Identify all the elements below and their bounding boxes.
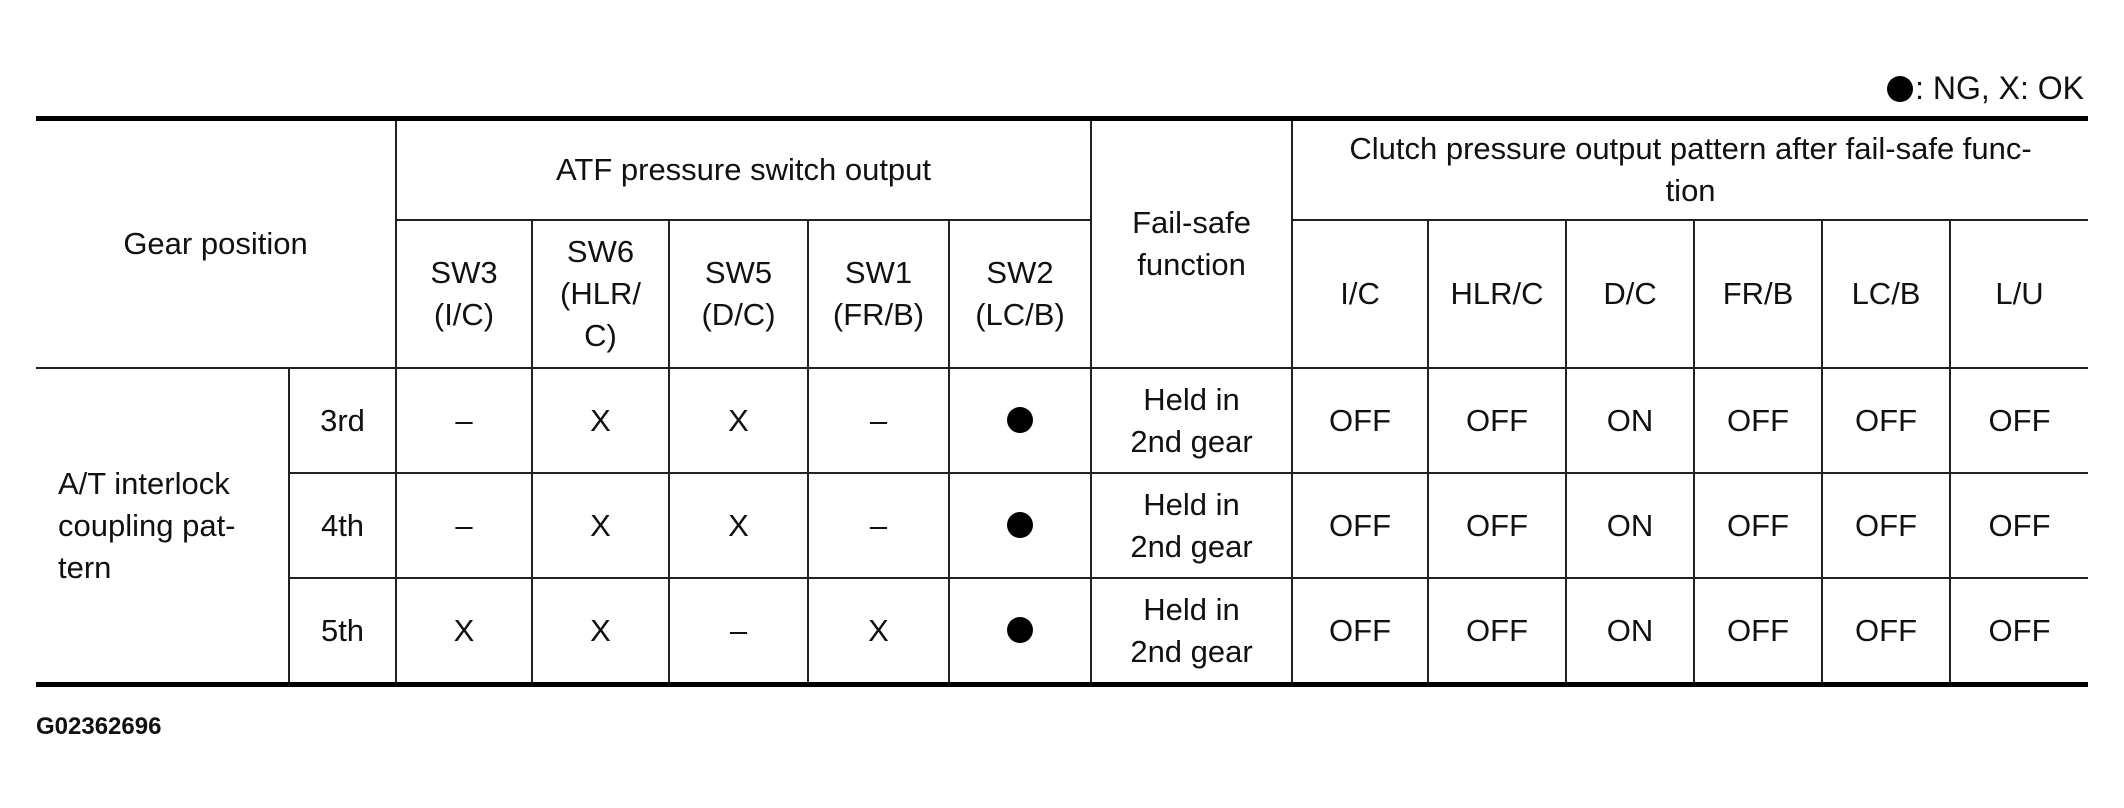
clutch-cell: ON xyxy=(1565,367,1696,474)
clutch-group-header-line-1: Clutch pressure output pattern after fai… xyxy=(1349,131,2032,166)
legend: : NG, X: OK xyxy=(1887,68,2084,108)
switch-cell-ng xyxy=(948,367,1093,474)
switch-header-sw1: SW1 (FR/B) xyxy=(807,219,951,369)
fail-safe-line-2: 2nd gear xyxy=(1130,423,1253,459)
switch-cell: – xyxy=(807,472,951,579)
clutch-cell: OFF xyxy=(1821,367,1952,474)
switch-header-line: SW2 xyxy=(986,255,1054,290)
fail-safe-line-1: Held in xyxy=(1143,486,1240,522)
clutch-cell: OFF xyxy=(1427,472,1568,579)
switch-header-line: SW5 xyxy=(704,255,773,290)
clutch-cell: OFF xyxy=(1949,472,2089,579)
clutch-cell: OFF xyxy=(1693,472,1824,579)
gear-cell: 4th xyxy=(289,472,398,579)
fail-safe-header-line-1: Fail-safe xyxy=(1132,205,1251,240)
clutch-header-ic: I/C xyxy=(1291,219,1430,369)
switch-header-line: SW1 xyxy=(844,255,913,290)
switch-header-sw6: SW6 (HLR/C) xyxy=(531,219,671,369)
fail-safe-line-2: 2nd gear xyxy=(1130,633,1253,669)
switch-header-sw3: SW3 (I/C) xyxy=(396,219,534,369)
row-group-label: A/T interlock coupling pat- tern xyxy=(36,367,290,686)
table-row-4th: 4th – X X – Held in 2nd gear OFF OFF ON O… xyxy=(36,472,2089,579)
gear-cell: 3rd xyxy=(287,367,398,474)
switch-cell: X xyxy=(668,472,810,579)
switch-header-line: (LC/B) xyxy=(975,297,1065,332)
clutch-group-header: Clutch pressure output pattern after fai… xyxy=(1291,118,2089,221)
clutch-cell: OFF xyxy=(1693,577,1824,685)
ng-dot-icon xyxy=(1007,511,1034,538)
switch-cell: X xyxy=(807,577,951,685)
switch-cell: X xyxy=(668,367,810,474)
clutch-header-dc: D/C xyxy=(1565,219,1696,369)
fail-safe-table: Gear position ATF pressure switch output… xyxy=(36,116,2089,687)
clutch-cell: OFF xyxy=(1949,367,2089,474)
clutch-header-hlrc: HLR/C xyxy=(1427,219,1568,369)
clutch-cell: OFF xyxy=(1291,577,1430,685)
switch-cell: – xyxy=(668,577,810,685)
clutch-header-frb: FR/B xyxy=(1693,219,1824,369)
switch-cell: X xyxy=(395,577,534,685)
clutch-cell: OFF xyxy=(1693,367,1824,474)
switch-header-sw5: SW5 (D/C) xyxy=(668,219,810,369)
clutch-group-header-line-2: tion xyxy=(1665,173,1716,208)
fail-safe-line-1: Held in xyxy=(1143,381,1240,417)
table-row-5th: 5th X X – X Held in 2nd gear OFF OFF ON O… xyxy=(36,577,2089,685)
clutch-header-lu: L/U xyxy=(1949,219,2089,369)
clutch-cell: OFF xyxy=(1949,577,2089,685)
switch-header-line: (I/C) xyxy=(433,297,495,332)
gear-position-header: Gear position xyxy=(36,118,398,369)
clutch-header-lcb: LC/B xyxy=(1821,219,1952,369)
table-row-3rd: A/T interlock coupling pat- tern 3rd – X… xyxy=(36,367,2089,686)
switch-cell: – xyxy=(395,367,534,474)
clutch-cell: OFF xyxy=(1291,472,1430,579)
switch-cell: – xyxy=(395,472,534,579)
fail-safe-cell: Held in 2nd gear xyxy=(1090,367,1294,474)
row-group-line-1: A/T interlock xyxy=(58,465,230,501)
fail-safe-header: Fail-safe function xyxy=(1090,118,1294,369)
switch-cell: – xyxy=(807,367,951,474)
fail-safe-header-line-2: function xyxy=(1137,247,1246,282)
switch-header-line: (FR/B) xyxy=(832,297,925,332)
fail-safe-cell: Held in 2nd gear xyxy=(1090,577,1294,685)
header-row-1: Gear position ATF pressure switch output… xyxy=(36,118,2089,369)
clutch-cell: ON xyxy=(1565,472,1696,579)
atf-switch-group-header: ATF pressure switch output xyxy=(395,118,1093,221)
header-row-2: SW3 (I/C) SW6 (HLR/C) SW5 (D/C) SW1 (FR/B) S… xyxy=(36,219,2089,369)
ng-dot-icon xyxy=(1887,76,1914,102)
switch-cell: X xyxy=(531,472,671,579)
table-wrapper: Gear position ATF pressure switch output… xyxy=(36,116,2089,687)
row-group-line-3: tern xyxy=(58,549,112,585)
fail-safe-line-1: Held in xyxy=(1143,591,1240,627)
switch-header-line: C) xyxy=(584,318,617,353)
switch-header-line: SW3 xyxy=(430,255,498,290)
ng-dot-icon xyxy=(1007,406,1034,433)
switch-cell-ng xyxy=(948,472,1093,579)
ng-dot-icon xyxy=(1007,616,1034,643)
switch-header-line: (D/C) xyxy=(701,297,776,332)
clutch-cell: OFF xyxy=(1821,472,1952,579)
clutch-cell: OFF xyxy=(1821,577,1952,685)
legend-text: : NG, X: OK xyxy=(1915,70,2084,106)
clutch-cell: OFF xyxy=(1427,367,1568,474)
switch-header-sw2: SW2 (LC/B) xyxy=(948,219,1093,369)
switch-cell-ng xyxy=(948,577,1093,685)
switch-cell: X xyxy=(531,367,671,474)
gear-cell: 5th xyxy=(289,577,398,685)
switch-header-line: SW6 xyxy=(566,234,635,269)
figure-id: G02362696 xyxy=(36,713,162,740)
clutch-cell: ON xyxy=(1565,577,1696,685)
clutch-cell: OFF xyxy=(1427,577,1568,685)
switch-cell: X xyxy=(531,577,671,685)
switch-header-line: (HLR/ xyxy=(560,276,641,311)
clutch-cell: OFF xyxy=(1291,367,1430,474)
fail-safe-cell: Held in 2nd gear xyxy=(1090,472,1294,579)
fail-safe-line-2: 2nd gear xyxy=(1130,528,1253,564)
row-group-line-2: coupling pat- xyxy=(58,507,236,543)
